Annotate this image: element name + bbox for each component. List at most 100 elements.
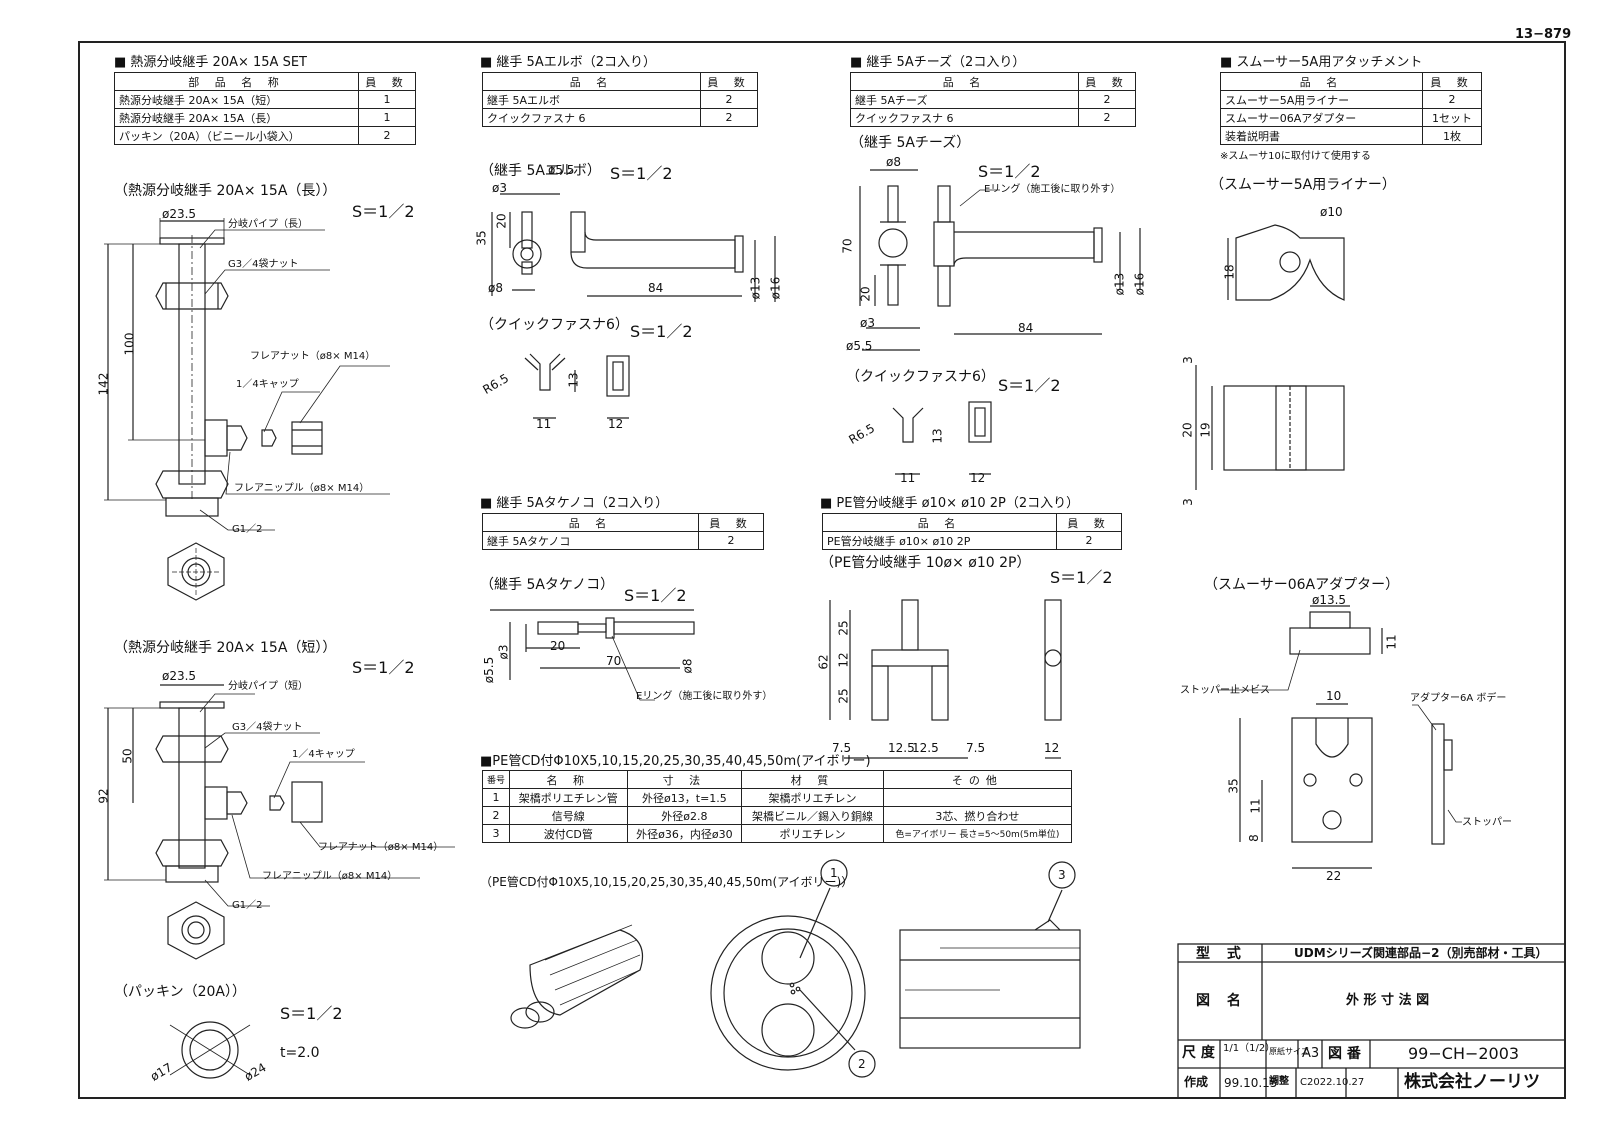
col-other: その他: [882, 770, 1073, 789]
dim-elbow-d13: ø13: [748, 276, 763, 300]
tb-scale-label: 尺 度: [1182, 1045, 1215, 1061]
cell: 1: [358, 90, 416, 109]
label-adapter-body: アダプター6A ボデー: [1410, 693, 1507, 704]
pe-branch-view-title: （PE管分岐継手 10ø× ø10 2P）: [820, 555, 1031, 571]
tee-title: ■ 継手 5Aチーズ（2コ入り）: [850, 55, 1026, 70]
dim-tk-d55: ø5.5: [482, 656, 497, 684]
cell: 2: [1078, 108, 1136, 127]
tb-paper-value: A3: [1302, 1046, 1320, 1061]
dim-ad-d135: ø13.5: [1312, 593, 1347, 607]
label-flare-nut-long: フレアナット（ø8× M14）: [250, 351, 376, 362]
cell: 2: [700, 108, 758, 127]
col-material: 材 質: [741, 770, 884, 789]
label-bag-nut-long: G3／4袋ナット: [228, 259, 299, 270]
pe-cd-title: ■PE管CD付Φ10X5,10,15,20,25,30,35,40,45,50m…: [480, 754, 871, 769]
cell: 1枚: [1422, 126, 1482, 145]
cell: 2: [358, 126, 416, 145]
tb-model-value: UDMシリーズ関連部品−2（別売部材・工具）: [1294, 946, 1548, 960]
smoother-note: ※スムーサ10に取付けて使用する: [1220, 151, 1371, 162]
dim-pe-75b: 7.5: [966, 741, 986, 755]
cell: 1セット: [1422, 108, 1482, 127]
col-qty: 員 数: [358, 72, 416, 91]
cell: 2: [481, 806, 511, 825]
takenoko-title: ■ 継手 5Aタケノコ（2コ入り）: [480, 496, 669, 511]
label-stopper-screw: ストッパー止メビス: [1180, 685, 1270, 696]
dim-liner-18: 18: [1222, 264, 1237, 280]
takenoko-view-title: （継手 5Aタケノコ）: [480, 577, 615, 593]
label-flare-nipple-short: フレアニップル（ø8× M14）: [262, 871, 398, 882]
qf2-view-title: （クイックファスナ6）: [846, 369, 995, 385]
label-flare-nut-short: フレアナット（ø8× M14）: [318, 842, 444, 853]
cell: 外径ø2.8: [626, 806, 743, 825]
label-stopper: ストッパー: [1462, 817, 1512, 828]
dim-qf1-11: 11: [536, 417, 552, 431]
pe-cd-view-title: （PE管CD付Φ10X5,10,15,20,25,30,35,40,45,50m…: [480, 875, 854, 889]
dim-ad-35: 35: [1226, 778, 1241, 794]
smoother-title: ■ スムーサー5A用アタッチメント: [1220, 55, 1423, 70]
callout-1: 1: [830, 866, 838, 880]
cell: 継手 5Aチーズ: [850, 90, 1079, 109]
dim-pe-125b: 12.5: [912, 741, 939, 755]
dim-tee-d16: ø16: [1132, 272, 1147, 296]
dim-elbow-84: 84: [648, 281, 664, 295]
tee-view-title: （継手 5Aチーズ）: [850, 135, 971, 151]
short-joint-drawing: [104, 684, 455, 960]
dim-pe-125a: 12.5: [888, 741, 915, 755]
liner-view-title: （スムーサー5A用ライナー）: [1210, 177, 1396, 193]
cell: 信号線: [509, 806, 628, 825]
dim-liner-20: 20: [1180, 422, 1195, 438]
dim-qf1-13: 13: [566, 372, 581, 388]
dim-qf2-11: 11: [900, 471, 916, 485]
cell: 架橋ポリエチレン管: [509, 788, 628, 807]
dim-pe-12b: 12: [1044, 741, 1060, 755]
cell: スムーサー06Aアダプター: [1220, 108, 1423, 127]
dim-qf2-13: 13: [930, 428, 945, 444]
sheet-number: 13−879: [1515, 27, 1572, 42]
col-qty: 員 数: [1078, 72, 1136, 91]
col-name: 品 名: [1220, 72, 1423, 91]
label-branch-pipe-short: 分岐パイプ（短）: [228, 681, 308, 692]
tb-check-value: C2022.10.27: [1300, 1077, 1365, 1088]
cell: 3芯、撚り合わせ: [882, 806, 1073, 825]
col-name: 品 名: [482, 72, 701, 91]
dim-long-100: 100: [122, 332, 137, 356]
cell: 2: [700, 90, 758, 109]
cell: 波付CD管: [509, 824, 628, 843]
elbow-view-title: （継手 5Aエルボ）: [480, 163, 601, 179]
label-g12-short: G1／2: [232, 900, 263, 911]
label-branch-pipe-long: 分岐パイプ（長）: [228, 219, 308, 230]
dim-tk-70: 70: [606, 654, 622, 668]
dim-short-50: 50: [120, 748, 135, 764]
callout-2: 2: [858, 1057, 866, 1071]
dim-pe-25b: 25: [836, 688, 851, 704]
dim-short-92: 92: [96, 788, 111, 804]
col-name: 品 名: [822, 513, 1057, 532]
cell: 熱源分岐継手 20A× 15A（長）: [114, 108, 359, 127]
dim-tee-84: 84: [1018, 321, 1034, 335]
dim-elbow-35: 35: [474, 230, 489, 246]
label-e-ring-tee: Eリング（施工後に取り外す）: [984, 184, 1121, 195]
col-no: 番号: [481, 770, 511, 789]
dim-elbow-20: 20: [494, 213, 509, 229]
heat-joint-set-title: ■ 熱源分岐継手 20A× 15A SET: [114, 55, 307, 70]
col-qty: 員 数: [700, 72, 758, 91]
tb-scale-value: 1/1（1/2）: [1223, 1043, 1276, 1054]
scale-qf2: S＝1／2: [998, 376, 1061, 395]
dim-qf2-12: 12: [970, 471, 986, 485]
label-e-ring-takenoko: Eリング（施工後に取り外す）: [636, 691, 773, 702]
tb-drawing-label: 図 番: [1328, 1046, 1361, 1062]
cell: 3: [481, 824, 511, 843]
dim-ad-8: 8: [1246, 834, 1261, 842]
cell: 外径ø13，t=1.5: [626, 788, 743, 807]
dim-ad-22: 22: [1326, 869, 1342, 883]
